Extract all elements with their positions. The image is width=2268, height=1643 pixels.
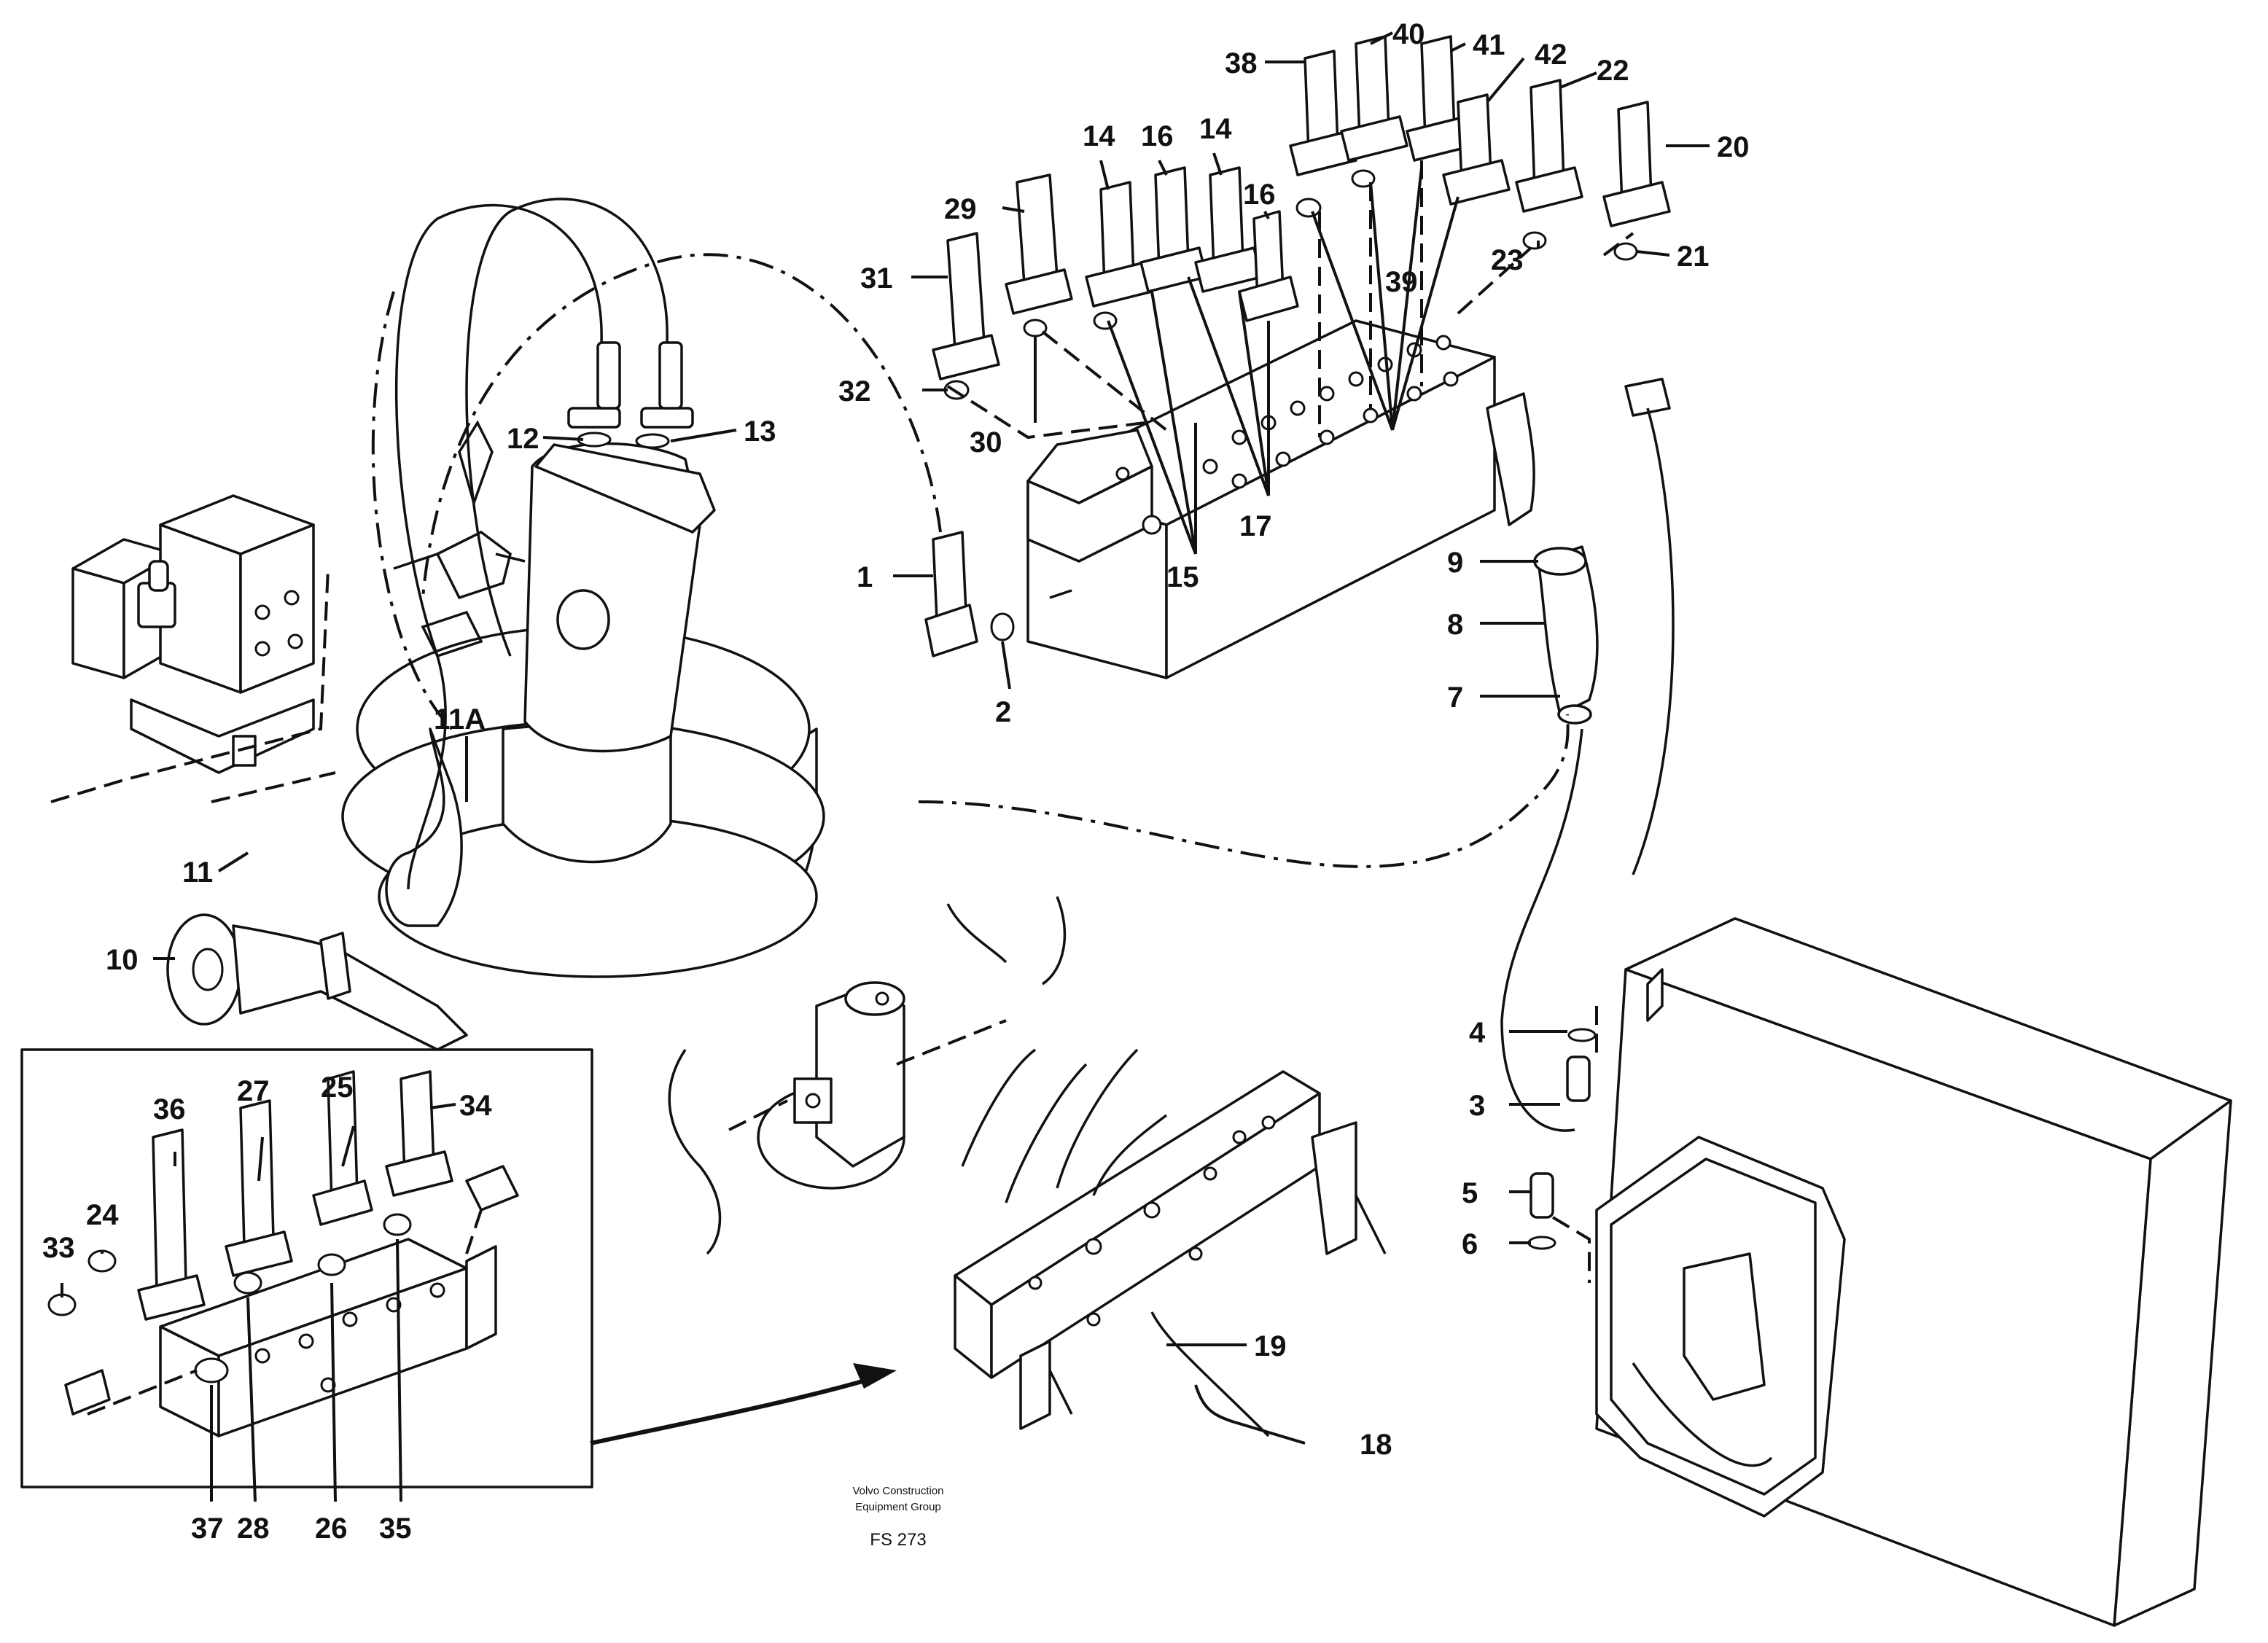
callout-14b: 14 [1199,113,1232,145]
callout-16a: 16 [1141,120,1174,152]
publisher-caption: Volvo Construction Equipment Group FS 27… [852,1485,943,1550]
callout-13: 13 [744,415,776,448]
distribution-manifold [1026,319,1496,679]
callout-42: 42 [1535,39,1567,71]
callout-24: 24 [86,1199,119,1231]
callout-15: 15 [1166,561,1199,593]
return-hose [1486,378,1675,1250]
callout-11a: 11A [434,703,486,735]
callout-8: 8 [1447,609,1463,641]
callout-37: 37 [191,1513,224,1545]
callout-26: 26 [315,1513,348,1545]
pump-assembly [341,341,825,978]
callout-34: 34 [459,1090,492,1122]
callout-1: 1 [857,561,873,593]
callout-28: 28 [237,1513,270,1545]
callout-9: 9 [1447,547,1463,579]
callout-7: 7 [1447,682,1463,714]
oil-cooler [1595,917,2232,1627]
callout-41: 41 [1473,29,1505,61]
caption-line-2: Equipment Group [855,1501,941,1513]
solenoid-valve [71,494,315,774]
inset-arrow [590,1363,897,1445]
callout-22: 22 [1597,55,1629,87]
callout-14a: 14 [1083,120,1115,152]
callout-12: 12 [507,423,539,455]
callout-5: 5 [1462,1177,1478,1209]
callout-3: 3 [1469,1090,1485,1122]
detail-inset [20,1048,593,1488]
gear-motor [757,981,905,1190]
callout-21: 21 [1677,241,1710,273]
callout-10: 10 [106,944,139,976]
callout-6: 6 [1462,1228,1478,1260]
callout-33: 33 [42,1232,75,1264]
callout-30: 30 [970,426,1002,458]
callout-40: 40 [1392,18,1425,50]
callout-18: 18 [1360,1429,1392,1461]
callout-29: 29 [944,193,977,225]
caption-line-1: Volvo Construction [852,1485,943,1497]
callout-2: 2 [995,696,1011,728]
callout-36: 36 [153,1093,186,1125]
callout-27: 27 [237,1075,270,1107]
callout-38: 38 [1225,47,1258,79]
hose-fittings-upper [577,35,1671,657]
callout-32: 32 [838,375,871,407]
callout-25: 25 [321,1072,354,1104]
callout-31: 31 [860,262,893,294]
manifold-port-grid [1115,335,1459,489]
callout-19: 19 [1254,1330,1287,1362]
callout-23: 23 [1491,244,1524,276]
callout-35: 35 [379,1513,412,1545]
callout-20: 20 [1717,131,1750,163]
callout-11: 11 [182,856,213,889]
callout-4: 4 [1469,1017,1486,1049]
callout-17: 17 [1239,510,1272,542]
callout-16b: 16 [1243,179,1276,211]
callout-labels: 1 2 3 4 5 6 7 8 9 10 11 11A 12 13 14 14 … [42,18,1750,1545]
figure-reference: FS 273 [870,1530,926,1550]
secondary-manifold [954,1070,1387,1430]
leader-lines [61,31,1710,1502]
connection-lines [50,160,1634,1437]
suction-pipe [166,913,468,1051]
callout-39: 39 [1385,266,1418,298]
